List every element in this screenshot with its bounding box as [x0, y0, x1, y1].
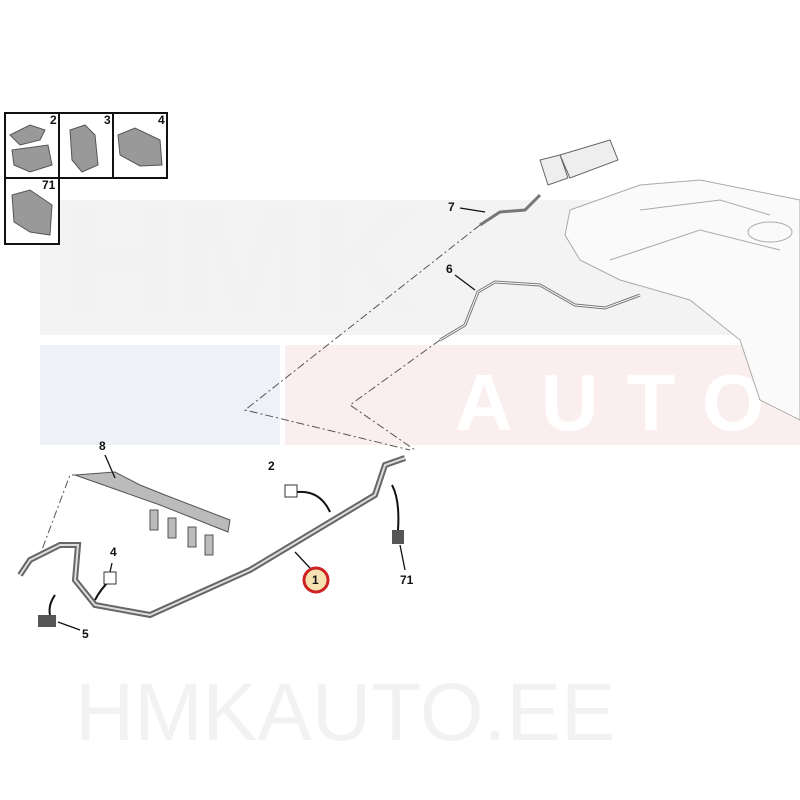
callout-71[interactable]: 71	[400, 573, 414, 587]
callout-box-4	[103, 571, 117, 585]
inset-label-2: 2	[50, 113, 57, 127]
callout-line-7	[459, 207, 486, 213]
fuel-rail	[74, 471, 231, 556]
leader-lines	[39, 224, 481, 556]
inset-label-71: 71	[42, 178, 56, 192]
inset-label-4: 4	[158, 113, 165, 127]
callout-line-2	[296, 490, 331, 513]
clip-71	[392, 530, 404, 544]
callout-line-5	[57, 621, 81, 631]
callout-5[interactable]: 5	[82, 627, 89, 641]
callout-line-4b	[109, 562, 113, 573]
callout-7[interactable]: 7	[448, 200, 455, 214]
fuel-line-assembly	[17, 455, 406, 619]
callout-line-71	[391, 484, 400, 531]
callout-line-5b	[48, 594, 56, 616]
pipe-7	[479, 193, 542, 227]
inset-label-3: 3	[104, 113, 111, 127]
callout-line-8	[104, 454, 116, 479]
clip-4-image	[117, 127, 163, 167]
clip-71-image	[11, 189, 53, 236]
watermark-band-text: AUTO	[455, 358, 792, 447]
callout-4[interactable]: 4	[110, 545, 117, 559]
clip-3-image	[69, 124, 99, 173]
callout-line-6	[454, 274, 476, 291]
watermark-top-text: HMK	[60, 170, 424, 349]
callout-line-71b	[399, 544, 406, 571]
clip-2-image	[9, 124, 53, 173]
charcoal-canister	[539, 139, 619, 186]
watermark-red-band	[285, 345, 800, 445]
fuel-tank	[564, 179, 800, 421]
watermark-bottom-text: HMKAUTO.EE	[75, 667, 616, 758]
watermark-blue-band	[40, 345, 280, 445]
callout-2[interactable]: 2	[268, 459, 275, 473]
callout-1[interactable]: 1	[312, 573, 319, 587]
callout-6[interactable]: 6	[446, 262, 453, 276]
callout-line-1	[294, 551, 311, 569]
callout-8[interactable]: 8	[99, 439, 106, 453]
callout-box-2	[284, 484, 298, 498]
highlight-ring-1[interactable]	[302, 566, 330, 594]
clip-5	[38, 615, 56, 627]
